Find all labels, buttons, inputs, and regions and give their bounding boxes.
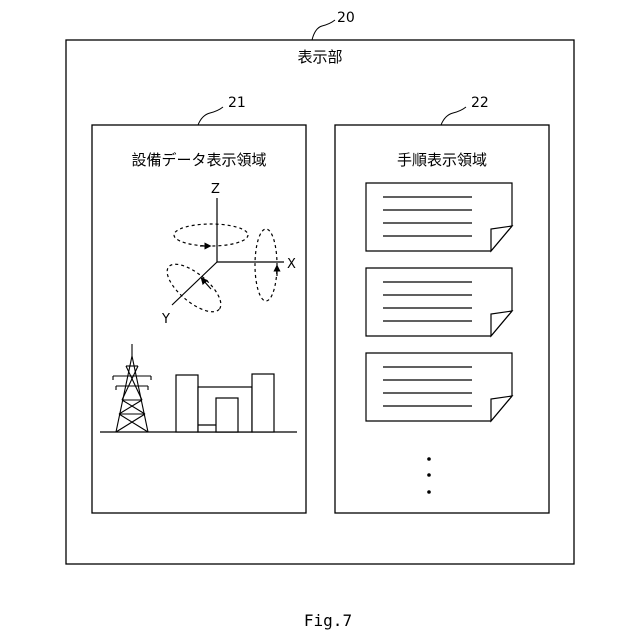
display-unit-leader — [312, 20, 335, 40]
figure-caption: Fig.7 — [304, 611, 352, 630]
axes-diagram — [172, 198, 284, 305]
building-right — [252, 374, 274, 432]
y-axis-label: Y — [161, 312, 170, 327]
display-unit-title: 表示部 — [297, 48, 342, 66]
procedure-area-title: 手順表示領域 — [397, 151, 487, 169]
building-center-front — [216, 398, 238, 432]
procedure-document-1 — [366, 183, 512, 251]
more-documents-ellipsis — [427, 457, 431, 494]
transmission-tower-icon — [113, 344, 151, 432]
procedure-document-3 — [366, 353, 512, 421]
display-unit-ref: 20 — [337, 10, 355, 26]
building-complex-icon — [176, 374, 274, 432]
equipment-area-ref: 21 — [228, 95, 246, 111]
rotation-about-x — [255, 229, 277, 301]
building-left — [176, 375, 198, 432]
equipment-data-area — [92, 125, 306, 513]
x-axis-label: X — [287, 257, 296, 272]
procedure-area-leader — [441, 107, 466, 125]
procedure-document-2 — [366, 268, 512, 336]
y-axis — [172, 262, 217, 305]
rotation-about-y — [160, 256, 229, 320]
equipment-area-title: 設備データ表示領域 — [131, 151, 266, 169]
procedure-area-ref: 22 — [471, 95, 489, 111]
z-axis-label: Z — [211, 182, 220, 197]
equipment-area-leader — [198, 107, 223, 125]
rotation-about-z — [174, 224, 248, 246]
